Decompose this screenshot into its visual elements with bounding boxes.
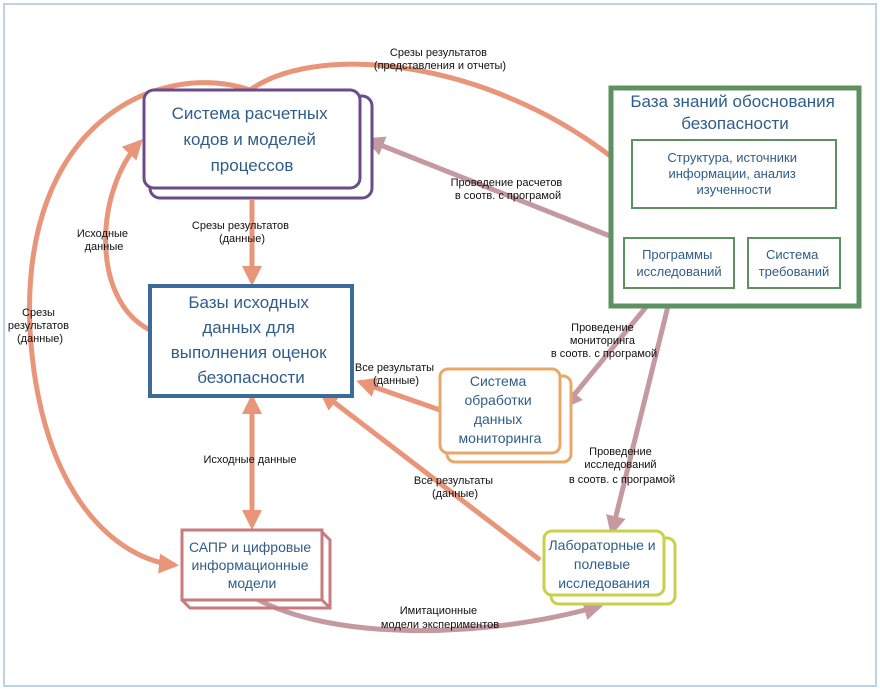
calc-codes-title: Система расчетных кодов и моделей процес… [172,104,333,175]
arrow-input-to-calc [103,139,152,333]
node-structure: Структура, источники информации, анализ … [631,139,837,209]
label-all-results-monitoring: Все результаты (данные) [355,362,437,387]
label-imitation: Имитационные модели экспериментов [381,605,499,631]
label-all-results-lab: Все результаты (данные) [414,475,496,500]
node-lab: Лабораторные и полевые исследования [542,529,677,606]
cad-title: САПР и цифровые информационные модели [189,539,315,591]
node-requirements: Система требований [747,237,841,289]
node-calc-codes: Система расчетных кодов и моделей процес… [142,88,374,200]
arrow-programs-to-monitoring [562,288,662,410]
programs-title: Программы исследований [636,247,721,279]
label-top-slices: Срезы результатов (представления и отчет… [374,47,506,72]
edge-labels: Срезы результатов (представления и отчет… [8,47,675,631]
arrow-monitoring-to-input [356,377,441,413]
label-input-data-bottom: Исходные данные [204,454,297,466]
node-cad: САПР и цифровые информационные модели [180,528,332,610]
arrow-programs-to-lab [606,289,675,536]
label-input-data-left: Исходные данные [77,228,131,253]
label-slices-data-left: Срезы результатов (данные) [8,307,72,345]
arrow-lab-to-input [318,390,542,562]
lab-title: Лабораторные и полевые исследования [548,537,659,591]
outer-frame [3,3,877,687]
label-calc-by-program: Проведение расчетов в соотв. с програмой [451,177,566,202]
arrow-top-slices [248,61,634,175]
knowledge-base-title: База знаний обоснования безопасности [630,92,839,133]
label-slices-data-mid: Срезы результатов (данные) [192,220,292,245]
monitoring-title: Система обработки данных мониторинга [459,373,542,446]
label-monitoring-by-program: Проведение мониторинга в соотв. с програ… [551,322,657,360]
input-bases-title: Базы исходных данных для выполнения оцен… [171,293,332,387]
label-research-by-program: Проведение исследований в соотв. с прогр… [569,446,675,486]
node-programs: Программы исследований [623,237,735,289]
node-monitoring: Система обработки данных мониторинга [438,367,573,464]
structure-title: Структура, источники информации, анализ … [667,150,800,197]
arrow-programs-to-calc [364,136,626,245]
requirements-title: Система требований [759,247,830,279]
arrow-cad-to-lab [253,595,604,634]
node-input-bases: Базы исходных данных для выполнения оцен… [148,284,354,398]
